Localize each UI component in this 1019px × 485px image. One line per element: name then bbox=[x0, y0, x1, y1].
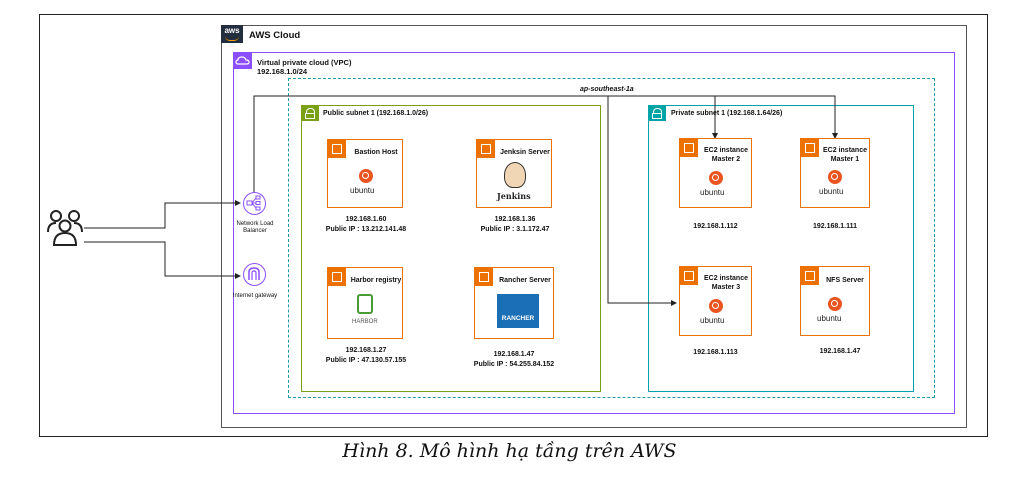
ubuntu-logo-icon bbox=[709, 299, 723, 313]
harbor-registry-title: Harbor registry bbox=[350, 277, 402, 284]
vpc-group bbox=[233, 52, 955, 414]
az-label: ap-southeast-1a bbox=[580, 86, 634, 93]
ec2-icon bbox=[477, 140, 495, 158]
ec2-icon bbox=[328, 140, 346, 158]
jenkins-wordmark: Jenkins bbox=[497, 191, 531, 201]
ec2-icon bbox=[801, 139, 819, 157]
lock-icon bbox=[301, 105, 319, 121]
figure-frame bbox=[39, 14, 988, 437]
availability-zone bbox=[288, 78, 935, 398]
public-subnet bbox=[301, 105, 601, 392]
rancher-server-title: Rancher Server bbox=[499, 277, 551, 284]
nfs-server-title: NFS Server bbox=[826, 277, 864, 284]
aws-cloud-title: AWS Cloud bbox=[249, 30, 301, 41]
ubuntu-logo-icon bbox=[359, 169, 373, 183]
network-load-balancer-icon bbox=[243, 192, 266, 215]
jenkins-server-node: Jenksin Server Jenkins bbox=[476, 139, 552, 208]
bastion-host-node: Bastion Host ubuntu bbox=[327, 139, 403, 208]
harbor-logo-icon bbox=[357, 294, 373, 314]
aws-logo-icon: aws bbox=[221, 25, 243, 43]
nfs-ip: 192.168.1.47 bbox=[819, 348, 861, 355]
ubuntu-wordmark: ubuntu bbox=[700, 316, 725, 325]
lock-icon bbox=[648, 105, 666, 121]
figure-caption: Hình 8. Mô hình hạ tầng trên AWS bbox=[342, 440, 677, 462]
internet-gateway-icon bbox=[243, 263, 266, 286]
ubuntu-wordmark: ubuntu bbox=[819, 187, 844, 196]
rancher-server-node: Rancher Server RANCHER bbox=[474, 267, 554, 339]
jenkins-mascot-icon bbox=[504, 162, 526, 188]
ec2-icon bbox=[680, 267, 698, 285]
ec2-icon bbox=[475, 268, 493, 286]
ec2-icon bbox=[680, 139, 698, 157]
nfs-server-node: NFS Server ubuntu bbox=[800, 266, 870, 336]
vpc-title: Virtual private cloud (VPC) 192.168.1.0/… bbox=[257, 58, 352, 76]
rancher-logo-icon: RANCHER bbox=[497, 294, 539, 328]
ubuntu-logo-icon bbox=[828, 297, 842, 311]
aws-cloud-group bbox=[221, 25, 967, 428]
ubuntu-logo-icon bbox=[709, 171, 723, 185]
public-subnet-title: Public subnet 1 (192.168.1.0/26) bbox=[323, 110, 429, 117]
master-1-ip: 192.168.1.111 bbox=[813, 223, 857, 230]
ubuntu-wordmark: ubuntu bbox=[817, 314, 842, 323]
users-icon bbox=[46, 207, 86, 247]
jenkins-server-title: Jenksin Server bbox=[500, 149, 550, 156]
master-3-ip: 192.168.1.113 bbox=[693, 349, 738, 356]
bastion-host-title: Bastion Host bbox=[354, 149, 398, 156]
ec2-icon bbox=[328, 268, 346, 286]
harbor-wordmark: HARBOR bbox=[352, 319, 378, 325]
ec2-icon bbox=[801, 267, 819, 285]
master-2-ip: 192.168.1.112 bbox=[693, 223, 738, 230]
harbor-registry-node: Harbor registry HARBOR bbox=[327, 267, 403, 339]
ubuntu-wordmark: ubuntu bbox=[350, 186, 375, 195]
ubuntu-wordmark: ubuntu bbox=[700, 188, 725, 197]
internet-gateway-label: Internet gateway bbox=[232, 293, 278, 299]
vpc-cloud-icon bbox=[233, 52, 252, 69]
ubuntu-logo-icon bbox=[828, 170, 842, 184]
private-subnet bbox=[648, 105, 914, 392]
rancher-wordmark: RANCHER bbox=[501, 315, 535, 322]
private-subnet-title: Private subnet 1 (192.168.1.64/26) bbox=[671, 110, 783, 117]
